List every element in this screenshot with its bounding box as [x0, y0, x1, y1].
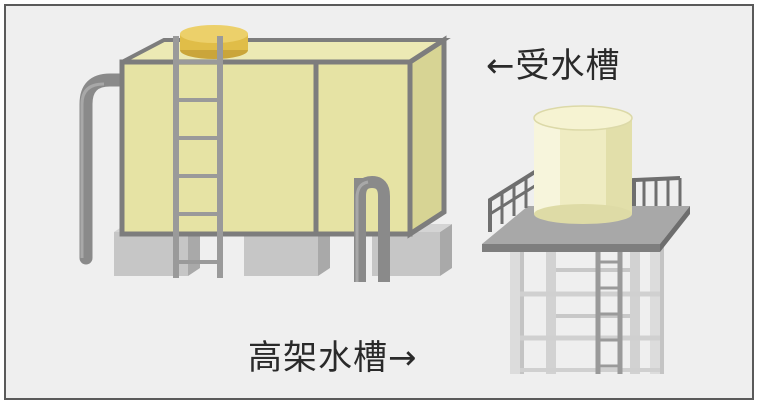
tank-ladder	[173, 36, 223, 278]
tank-side	[407, 35, 447, 239]
receiving-tank-label: ←受水槽	[486, 46, 621, 86]
platform-railing	[488, 168, 682, 232]
tank-top	[121, 38, 451, 64]
tower-platform	[482, 206, 690, 244]
tank-front	[119, 59, 413, 237]
tank-lid	[180, 25, 248, 59]
elevated-tank-label: 高架水槽→	[248, 338, 418, 378]
receiving-tank	[79, 25, 452, 282]
elevated-tank	[482, 105, 690, 374]
elevated-tank-body	[533, 105, 633, 224]
tower-frame	[510, 240, 664, 374]
